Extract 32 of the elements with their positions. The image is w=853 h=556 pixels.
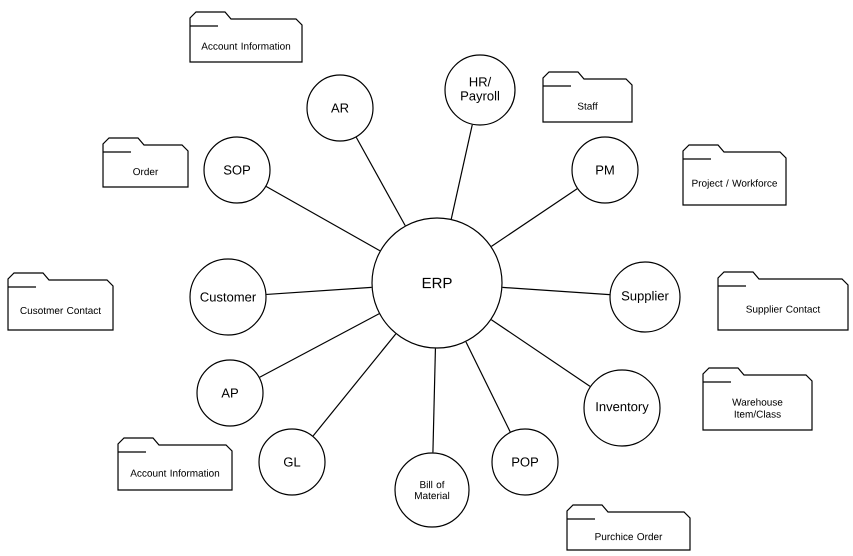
circle-node: Bill of Material [394, 452, 470, 528]
folder-box: Supplier Contact [717, 271, 849, 331]
connector-line [432, 348, 436, 452]
folder-box: Order [102, 137, 189, 188]
connector-line [450, 124, 473, 220]
circle-node: Supplier [609, 261, 681, 333]
folder-box: Purchice Order [566, 504, 691, 551]
circle-node: ERP [371, 217, 503, 349]
circle-node: Inventory [583, 369, 661, 447]
connector-line [259, 313, 380, 378]
folder-box: Cusotmer Contact [7, 272, 114, 331]
circle-node: GL [258, 428, 326, 496]
folder-box: Account Information [189, 11, 303, 63]
connector-line [491, 188, 578, 247]
folder-box: Account Information [117, 437, 233, 491]
circle-node: Customer [189, 258, 267, 336]
connector-line [312, 334, 396, 436]
folder-box: Warehouse Item/Class [702, 367, 813, 431]
connector-line [266, 286, 372, 296]
circle-node: PM [571, 136, 639, 204]
circle-node: AR [306, 74, 374, 142]
connector-line [465, 342, 511, 432]
connector-line [266, 186, 380, 252]
circle-node: SOP [203, 136, 271, 204]
circle-node: POP [491, 428, 559, 496]
circle-node: HR/ Payroll [444, 54, 516, 126]
folder-box: Project / Workforce [682, 144, 787, 206]
circle-node: AP [196, 359, 264, 427]
connector-line [491, 319, 590, 387]
connector-line [356, 137, 406, 226]
folder-box: Staff [542, 71, 633, 123]
connector-line [502, 286, 610, 296]
